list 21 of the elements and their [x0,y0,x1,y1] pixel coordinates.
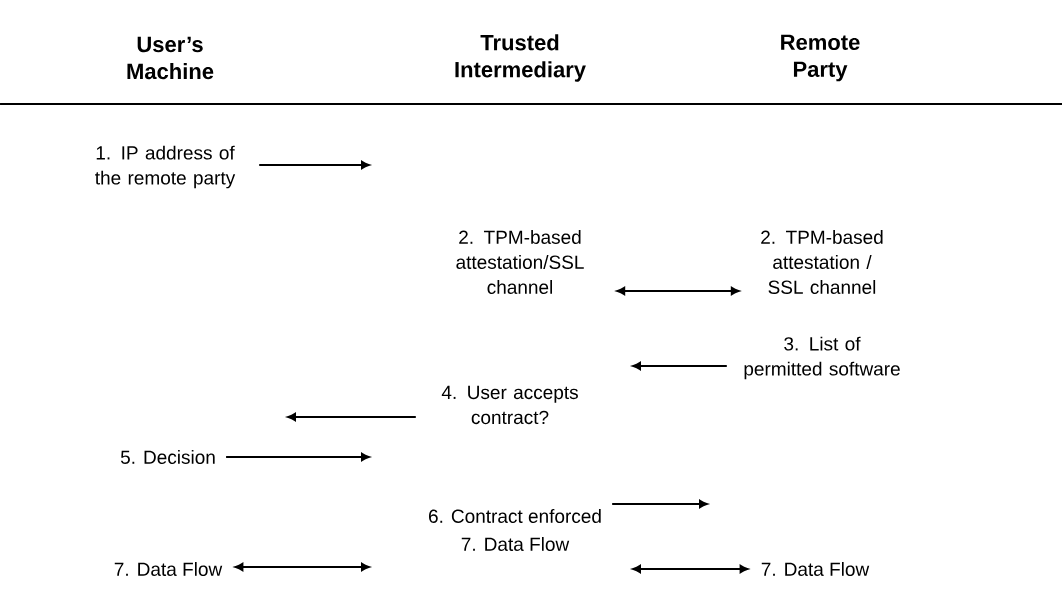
step-text: 1. IP address of the remote party [95,145,236,189]
step-text: 7. Data Flow [114,562,223,576]
column-header: User’s Machine [127,36,214,80]
step-text: 5. Decision [120,450,215,464]
step-text: 2. TPM-based attestation / SSL channel [761,230,883,294]
step-text: 6. Contract enforced [429,509,601,523]
step-text: 3. List of permitted software [744,336,900,380]
arrow [234,562,370,572]
column-header: Trusted Intermediary [455,34,586,82]
arrow [258,160,370,170]
arrow [632,564,749,574]
arrow [611,499,708,509]
step-text: 2. TPM-based attestation/SSL channel [456,230,584,294]
arrow [225,452,370,462]
arrow [632,361,728,371]
step-text: 7. Data Flow [761,562,870,576]
arrow [616,286,740,296]
arrow [287,412,417,422]
step-text: 7. Data Flow [461,537,570,551]
step-text: 4. User accepts contract? [441,385,578,425]
column-header: Remote Party [781,34,860,82]
